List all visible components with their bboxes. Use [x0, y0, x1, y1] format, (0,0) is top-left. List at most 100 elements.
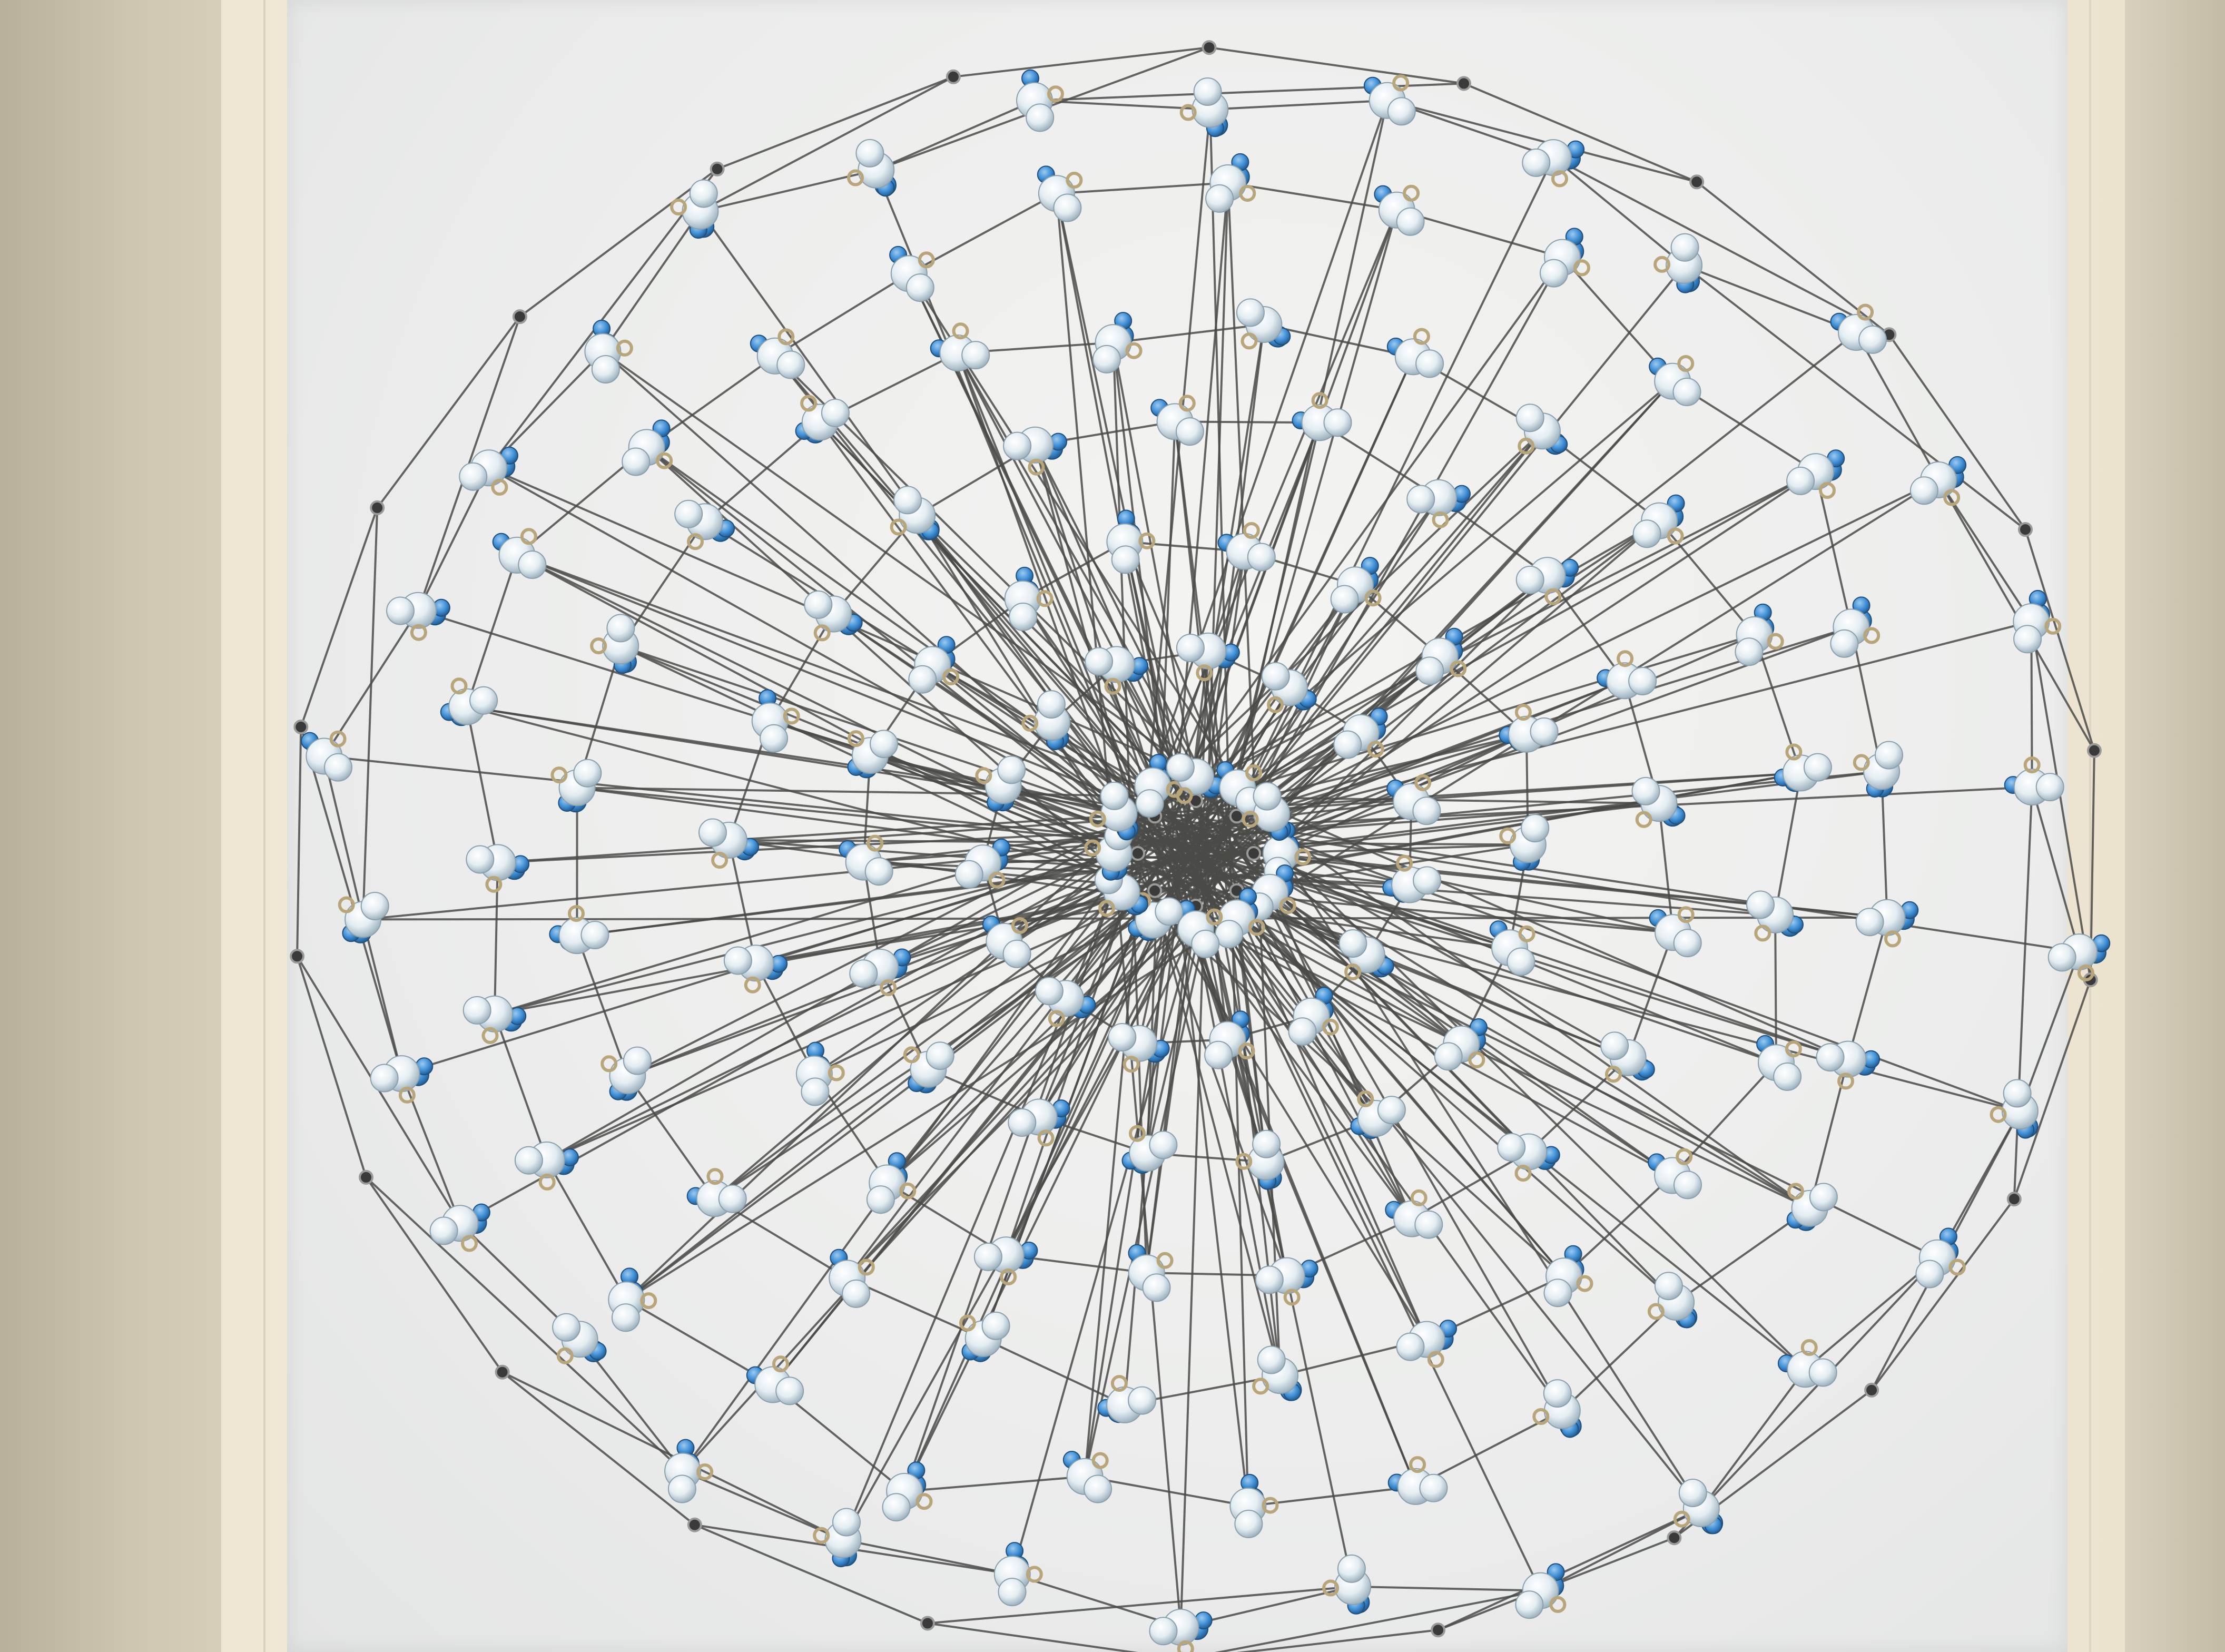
metal-jump-ring	[1011, 917, 1028, 934]
metal-jump-ring	[1243, 522, 1260, 539]
wire	[1808, 1059, 1849, 1209]
wire-layer	[296, 46, 2095, 1652]
metal-jump-ring	[656, 452, 673, 469]
metal-jump-ring	[1677, 355, 1695, 372]
clear-crystal-bead	[1128, 1386, 1157, 1415]
clear-crystal-bead	[360, 892, 389, 920]
clear-crystal-bead	[1915, 1260, 1944, 1289]
wire	[727, 840, 757, 963]
metal-jump-ring	[1392, 74, 1410, 92]
metal-jump-ring	[1450, 660, 1467, 677]
clear-crystal-bead	[667, 1474, 696, 1503]
clear-crystal-bead	[1909, 476, 1938, 505]
wire	[927, 1585, 1353, 1625]
clear-crystal-bead	[832, 1508, 861, 1537]
metal-jump-ring	[1499, 827, 1517, 844]
clear-crystal-bead	[718, 1184, 747, 1213]
metal-jump-ring	[1028, 458, 1045, 476]
eyelet-hole-layer	[290, 40, 2102, 1652]
clear-crystal-bead	[1530, 717, 1559, 746]
metal-jump-ring	[880, 979, 897, 997]
clear-crystal-bead	[1149, 1130, 1178, 1159]
clear-crystal-bead	[2035, 773, 2064, 802]
clear-crystal-bead	[1337, 1554, 1366, 1583]
metal-jump-ring	[1551, 170, 1568, 188]
clear-crystal-bead	[2047, 943, 2076, 972]
metal-jump-ring	[329, 730, 347, 748]
metal-jump-ring	[1409, 1456, 1426, 1473]
clear-crystal-bead	[1413, 866, 1442, 895]
clear-crystal-bead	[998, 1578, 1027, 1607]
clear-crystal-bead	[1204, 1040, 1233, 1069]
metal-jump-ring	[1037, 1129, 1055, 1147]
eyelet-hole	[1456, 76, 1471, 91]
eyelet-hole	[1202, 40, 1217, 55]
metal-jump-ring	[1767, 633, 1784, 650]
wire	[2031, 786, 2081, 952]
metal-jump-ring	[1123, 1056, 1140, 1073]
wire	[886, 430, 1543, 1184]
clear-crystal-bead	[1377, 1096, 1406, 1125]
wire	[1774, 914, 1777, 1063]
eyelet-hole	[512, 309, 527, 324]
clear-crystal-bead	[573, 759, 602, 788]
eyelet-hole	[710, 161, 725, 176]
wall-left	[0, 0, 221, 1652]
wire	[1463, 82, 1697, 183]
clear-crystal-bead	[1600, 1031, 1629, 1060]
eyelet-hole	[2006, 1192, 2022, 1207]
metal-jump-ring	[1156, 1252, 1174, 1269]
clear-crystal-bead	[370, 1064, 399, 1093]
wire	[1658, 803, 1675, 933]
wire	[953, 46, 1209, 78]
wire	[1387, 99, 1697, 183]
metal-jump-ring	[1837, 1073, 1854, 1090]
clear-crystal-bead	[775, 1376, 804, 1405]
metal-jump-ring	[1047, 85, 1064, 103]
clear-crystal-bead	[1515, 404, 1544, 432]
clear-crystal-bead	[429, 1216, 458, 1245]
metal-jump-ring	[1785, 743, 1803, 761]
eyelet-hole	[1246, 846, 1261, 861]
clear-crystal-bead	[1830, 629, 1859, 658]
wire	[694, 1523, 928, 1625]
wire	[546, 1159, 628, 1301]
clear-crystal-bead	[1855, 908, 1884, 937]
metal-jump-ring	[1514, 1165, 1532, 1182]
clear-crystal-bead	[466, 845, 495, 874]
wire	[519, 168, 718, 318]
wire	[1658, 520, 1756, 636]
clear-crystal-bead	[864, 857, 893, 886]
clear-crystal-bead	[1111, 545, 1140, 574]
clear-crystal-bead	[1522, 148, 1551, 177]
wire	[400, 1073, 461, 1224]
wall-right	[2125, 0, 2225, 1652]
clear-crystal-bead	[552, 1313, 581, 1342]
wire	[1012, 1573, 1182, 1628]
clear-crystal-bead	[1009, 602, 1038, 631]
eyelet-hole	[359, 1169, 373, 1185]
clear-crystal-bead	[1035, 977, 1064, 1006]
wire	[1353, 1585, 1541, 1592]
metal-jump-ring	[1647, 1303, 1665, 1320]
clear-crystal-bead	[1176, 634, 1205, 662]
clear-crystal-bead	[1100, 781, 1129, 810]
metal-jump-ring	[1990, 1106, 2007, 1123]
metal-jump-ring	[975, 767, 992, 784]
metal-jump-ring	[568, 905, 585, 922]
wire	[875, 170, 1417, 1487]
clear-crystal-bead	[1252, 1129, 1281, 1158]
clear-crystal-bead	[1253, 782, 1282, 811]
clear-crystal-bead	[1507, 947, 1535, 976]
clear-crystal-bead	[1108, 1023, 1137, 1051]
metal-jump-ring	[1206, 908, 1223, 926]
metal-jump-ring	[1532, 1408, 1550, 1425]
clear-crystal-bead	[1419, 1473, 1448, 1502]
metal-jump-ring	[481, 1027, 499, 1044]
clear-crystal-bead	[1406, 485, 1435, 514]
wire	[982, 1338, 1125, 1406]
wire	[1815, 471, 1853, 627]
wire	[700, 76, 954, 212]
eyelet-hole	[1431, 1622, 1446, 1638]
metal-jump-ring	[1322, 1579, 1340, 1597]
